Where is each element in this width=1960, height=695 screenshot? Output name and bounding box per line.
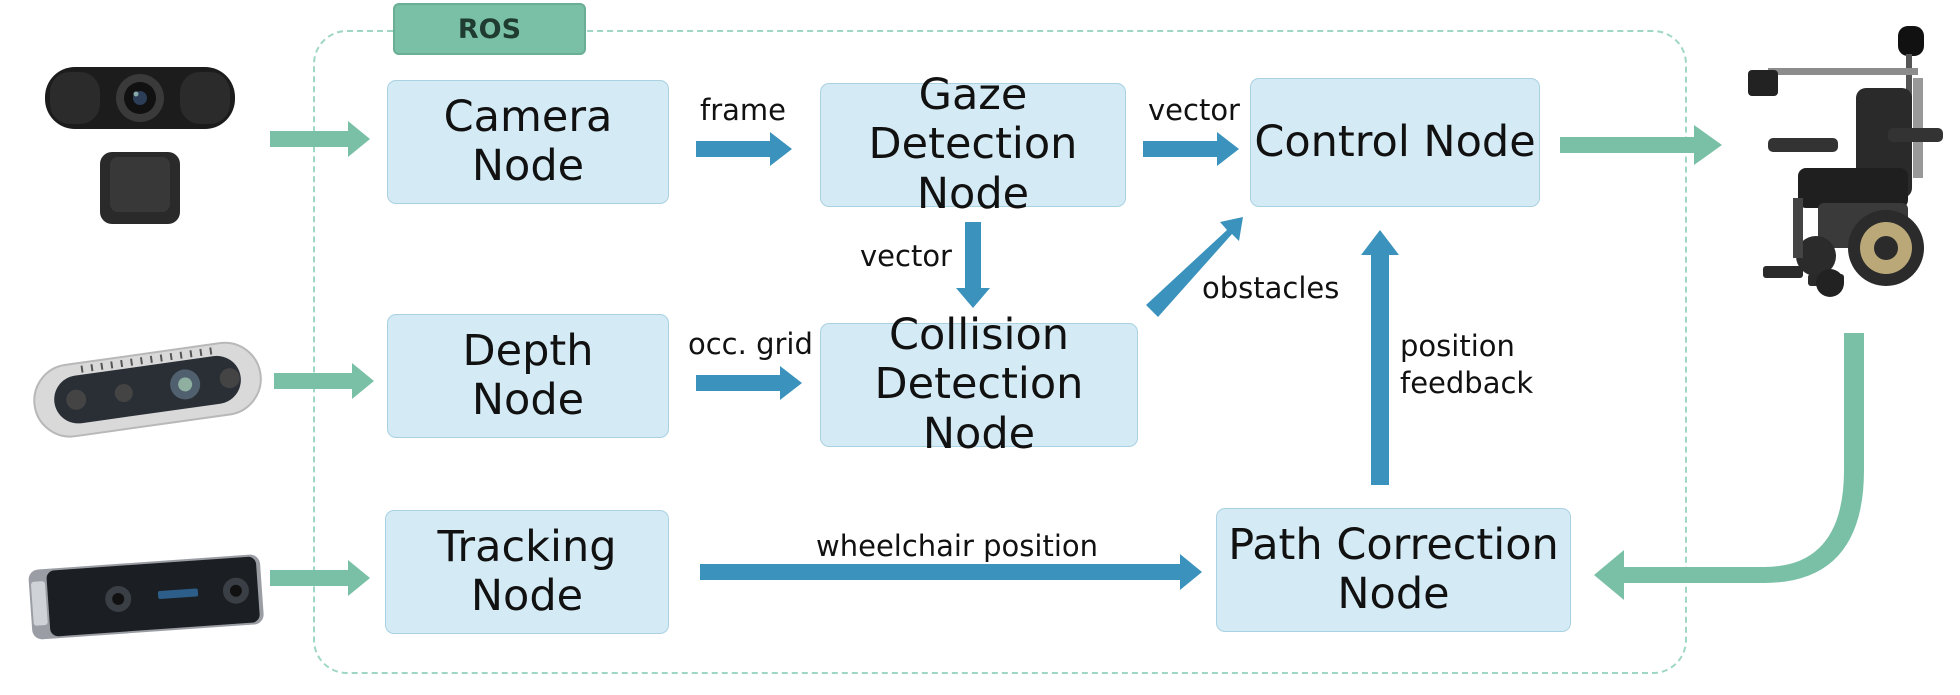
arrow-position-feedback — [1361, 230, 1399, 485]
edge-label-vector-down: vector — [860, 239, 952, 273]
arrow-occ-grid — [696, 366, 802, 400]
arrow-depthcam-to-depth — [274, 363, 374, 399]
depth-camera-image — [33, 341, 262, 438]
edge-label-occ-grid: occ. grid — [688, 327, 813, 361]
arrow-vector-down — [956, 222, 990, 308]
tracking-camera-image — [28, 554, 264, 640]
path-correction-node: Path Correction Node — [1216, 508, 1571, 632]
arrow-webcam-to-camera — [270, 121, 370, 157]
ros-boundary — [313, 30, 1687, 674]
arrow-tracker-to-tracking — [270, 560, 370, 596]
edge-label-obstacles: obstacles — [1202, 271, 1340, 305]
arrow-frame — [696, 132, 792, 166]
edge-label-frame: frame — [700, 93, 786, 127]
control-node: Control Node — [1250, 78, 1540, 207]
arrow-obstacles — [1146, 217, 1243, 317]
arrow-wheelchair-position — [700, 554, 1202, 590]
collision-detection-node: Collision Detection Node — [820, 310, 1138, 458]
arrow-vector-to-control — [1143, 132, 1239, 166]
ros-label: ROS — [393, 3, 586, 55]
tracking-node: Tracking Node — [385, 510, 669, 634]
depth-node: Depth Node — [387, 314, 669, 438]
wheelchair-image — [1748, 26, 1943, 297]
webcam-image — [45, 67, 235, 224]
arrow-wheelchair-to-path-correction — [1594, 333, 1864, 600]
arrow-control-to-wheelchair — [1560, 125, 1722, 165]
edge-label-position-feedback: position feedback — [1400, 329, 1534, 400]
camera-node: Camera Node — [387, 80, 669, 204]
edge-label-vector-to-control: vector — [1148, 93, 1240, 127]
edge-label-wheelchair-position: wheelchair position — [816, 529, 1098, 563]
